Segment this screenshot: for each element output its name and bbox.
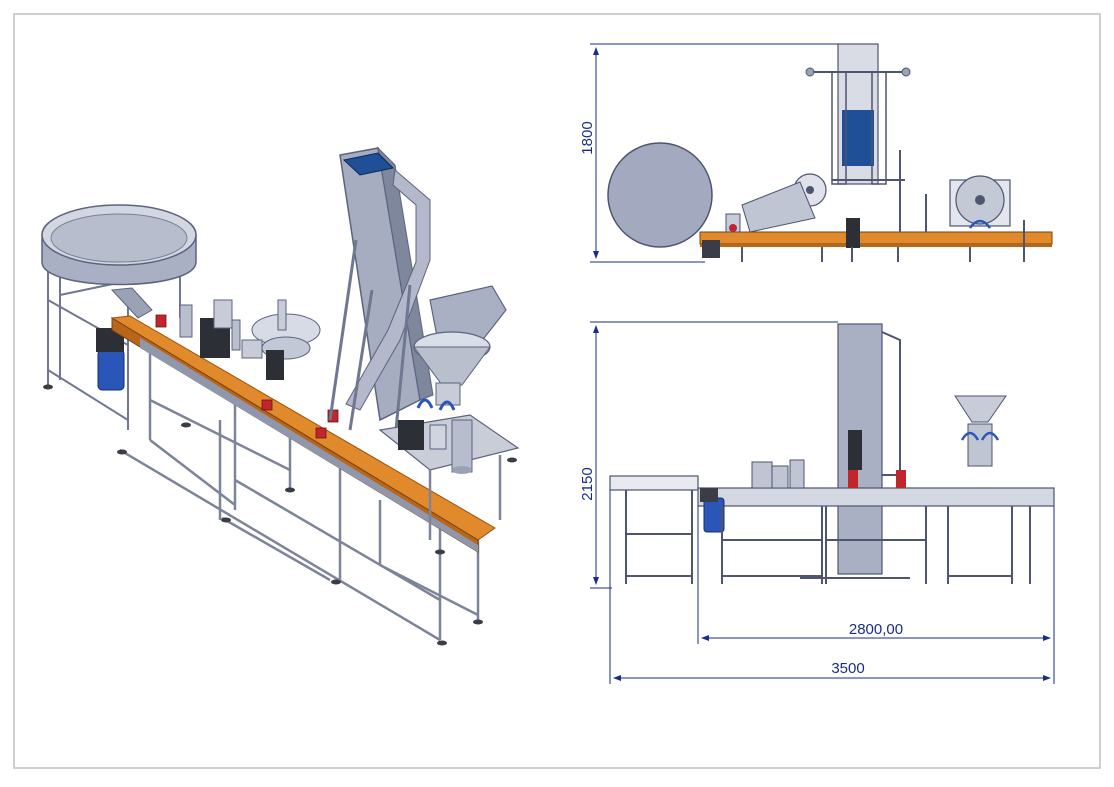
top-view: 1800	[579, 43, 1053, 263]
bowl-motor	[96, 328, 125, 391]
main-conveyor-frame	[119, 345, 480, 642]
dimension-1800	[590, 43, 838, 263]
front-view-table	[609, 475, 1055, 533]
top-view-frame	[699, 231, 1053, 247]
dimension-label-1800: 1800	[579, 121, 596, 154]
isometric-view	[41, 146, 520, 646]
top-view-legs	[741, 194, 1025, 262]
belt-guide-blocks	[155, 314, 339, 439]
top-view-bowl	[607, 142, 720, 258]
top-view-elevator	[805, 43, 911, 232]
labeling-station	[179, 299, 321, 380]
sheet-border	[13, 13, 1101, 769]
dimension-3500	[609, 490, 1051, 684]
machine-feet	[43, 384, 517, 646]
dimension-label-2800: 2800,00	[849, 621, 903, 638]
dimension-2800	[697, 506, 1055, 684]
main-conveyor-belt	[110, 315, 496, 553]
dimension-label-2150: 2150	[579, 467, 596, 500]
bowl-feeder	[41, 204, 197, 319]
dimension-label-3500: 3500	[831, 660, 864, 677]
front-view-legs	[625, 490, 1031, 584]
front-view-stations	[751, 395, 1007, 489]
top-view-labeler	[725, 173, 860, 248]
hopper-assembly	[413, 285, 507, 411]
front-view: 2150 2800,00 3500	[579, 321, 1055, 684]
cap-elevator	[328, 146, 434, 441]
filling-station	[378, 414, 520, 540]
top-view-filler	[949, 175, 1011, 229]
dimension-2150	[590, 321, 838, 589]
